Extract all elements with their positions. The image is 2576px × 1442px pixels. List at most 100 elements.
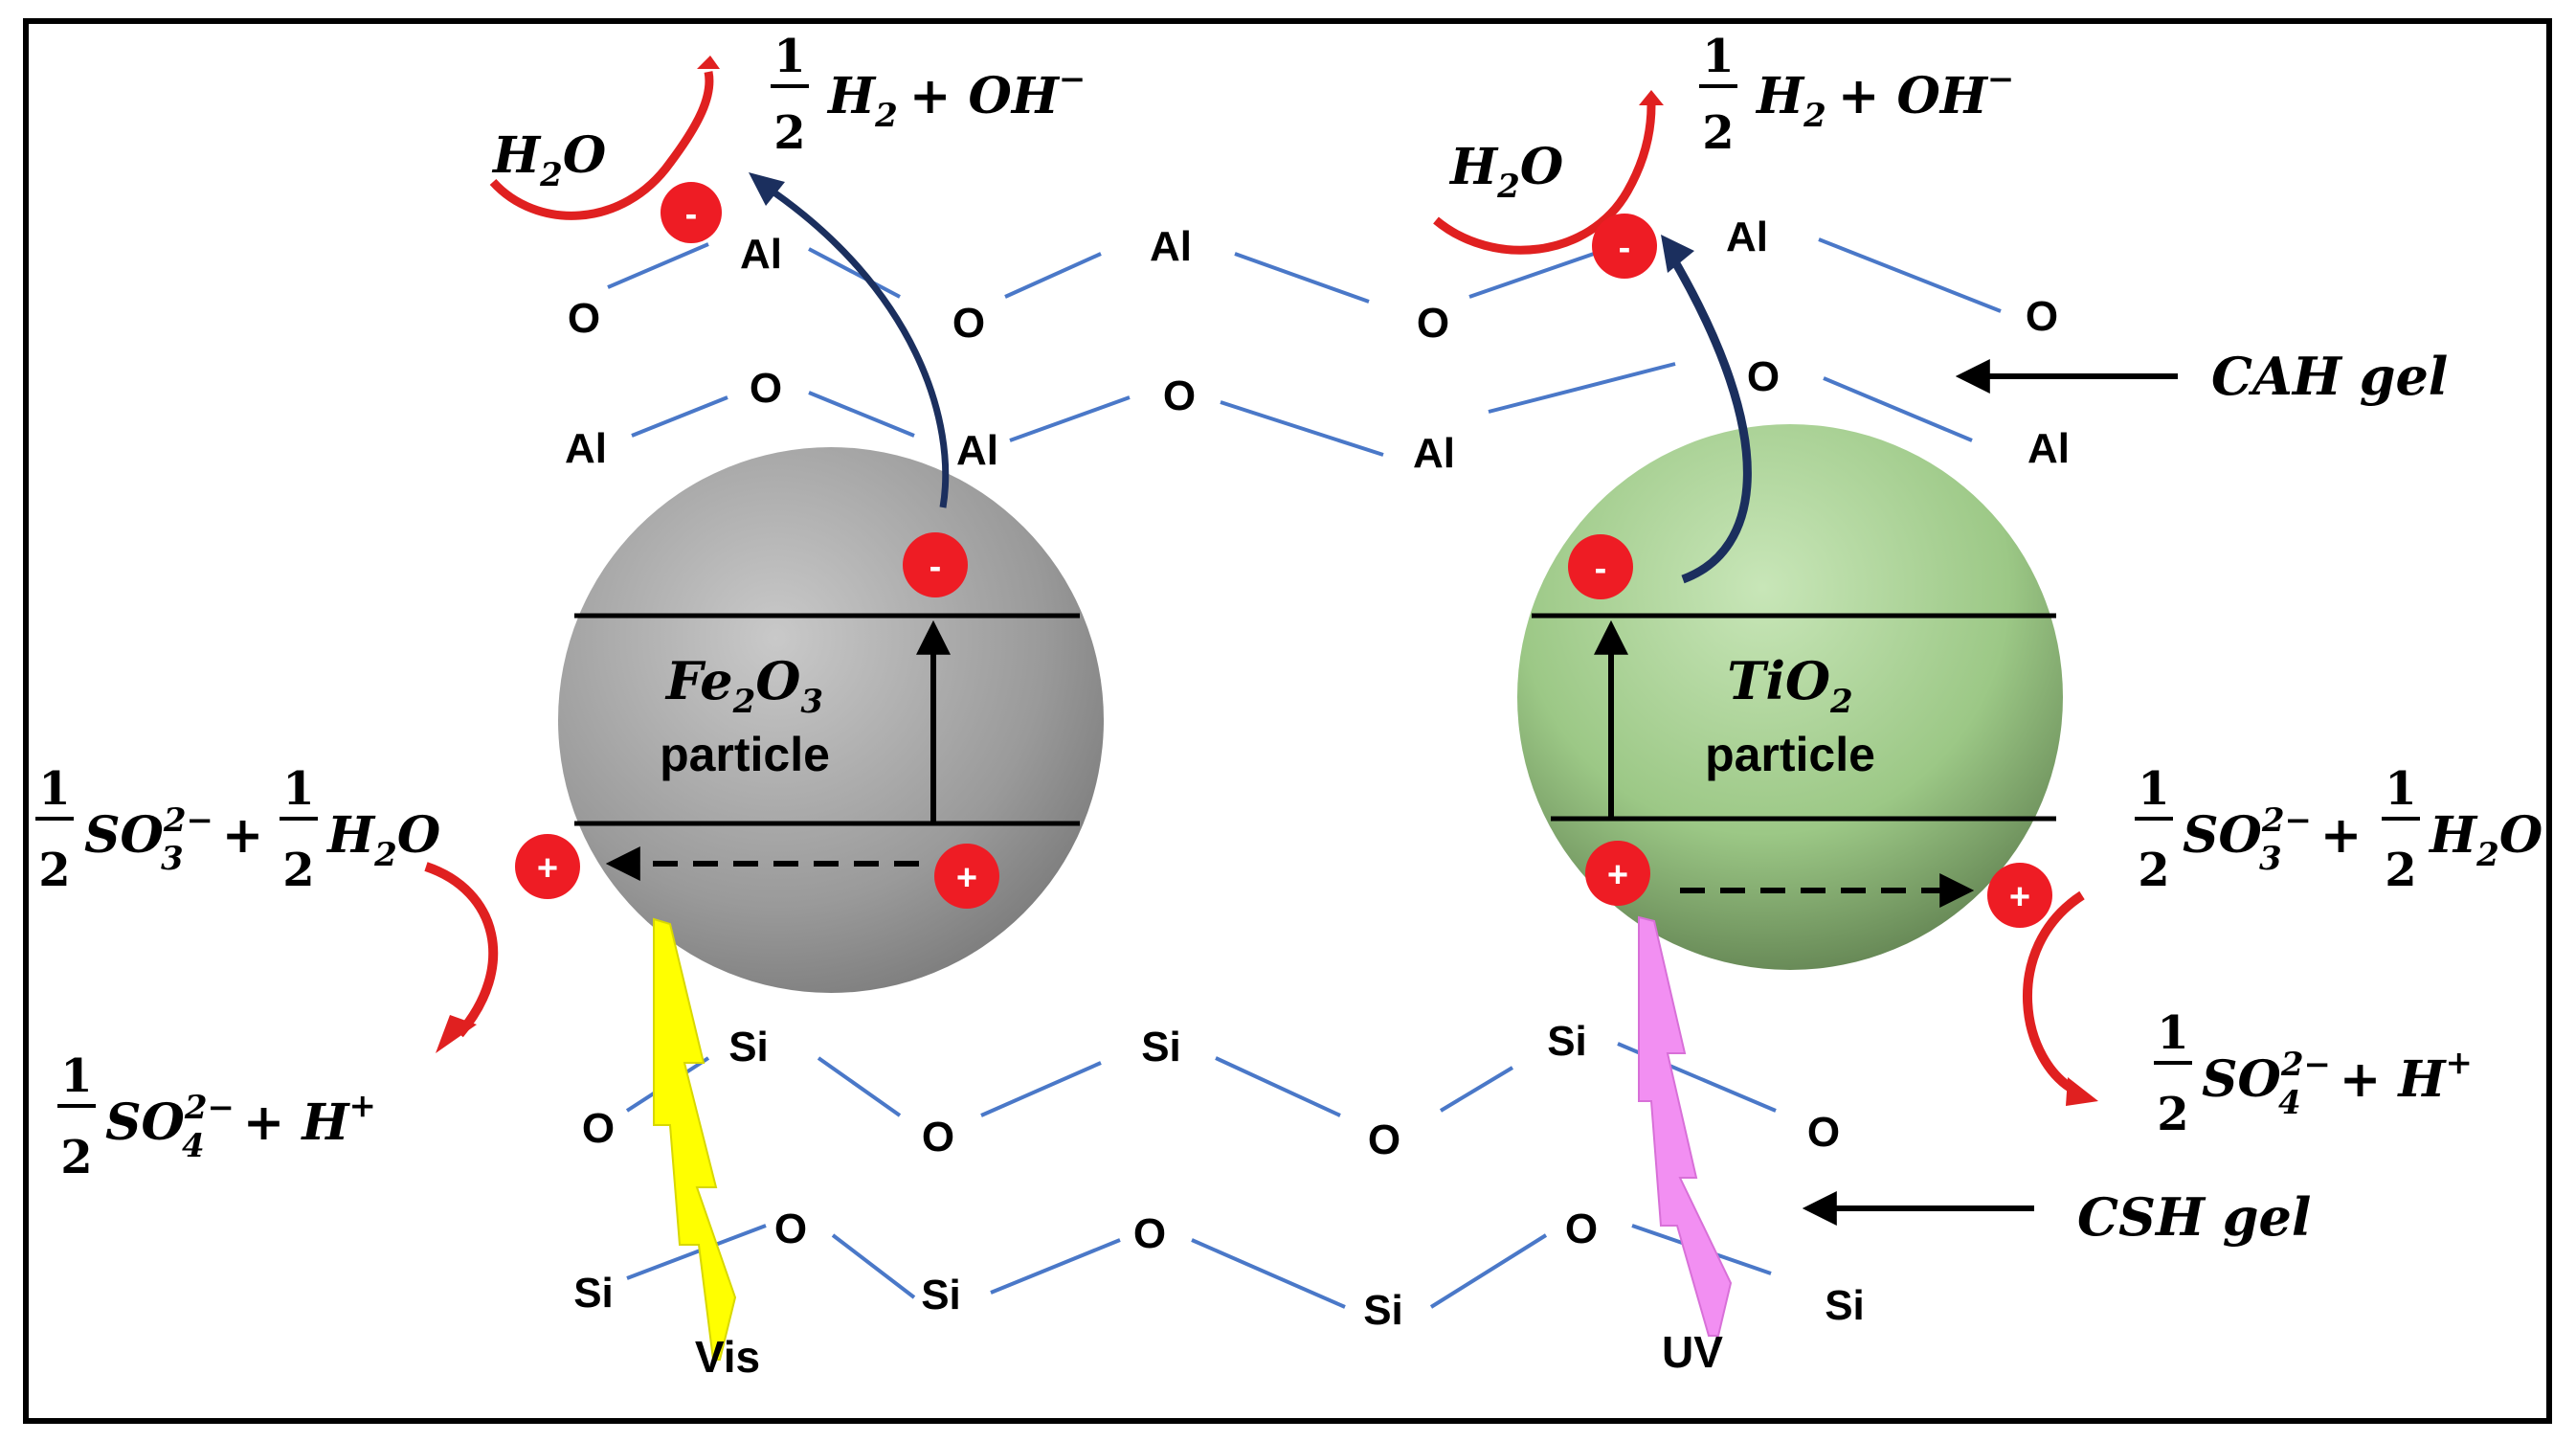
electron-arrow-fe2o3 — [764, 184, 950, 508]
csh-atom: Si — [1547, 1018, 1587, 1065]
visible-light-beam: Vis — [653, 917, 760, 1382]
cah-gel-atoms: O Al O Al O Al O Al O O Al O Al O Al O — [565, 214, 2070, 477]
svg-text:1: 1 — [2385, 762, 2416, 816]
svg-text:2: 2 — [60, 1131, 92, 1184]
frame-border — [23, 18, 2552, 1424]
csh-atom: O — [774, 1205, 807, 1252]
uv-light-beam: UV — [1638, 915, 1733, 1377]
hole-charge: + — [1585, 841, 1650, 906]
svg-text:+: + — [1607, 855, 1628, 895]
svg-text:-: - — [1595, 549, 1607, 589]
csh-atom: Si — [728, 1024, 769, 1070]
electron-charge: - — [661, 182, 722, 243]
csh-atom: Si — [573, 1270, 614, 1317]
svg-text:1: 1 — [38, 762, 70, 816]
svg-text:2: 2 — [38, 844, 70, 897]
svg-text:H2+ OH−: H2+ OH− — [826, 60, 1086, 135]
cah-atom: Al — [956, 427, 998, 474]
svg-text:H2O: H2O — [2428, 806, 2542, 874]
tio2-formula: TiO2 — [1727, 650, 1852, 721]
sulfite-equation-right: 1 2 SO2−3+ 1 2 H2O — [2135, 762, 2542, 897]
hole-charge: + — [515, 834, 580, 899]
csh-atom: Si — [1363, 1287, 1403, 1334]
svg-text:+: + — [537, 848, 558, 889]
sulfite-arrow-right — [2023, 890, 2085, 1096]
water-label-right: H2O — [1448, 138, 1563, 206]
svg-text:H2+ OH−: H2+ OH− — [1755, 60, 2014, 135]
sulfate-equation-right: 1 2 SO2−4+ H+ — [2154, 1006, 2473, 1141]
electron-charge: - — [1592, 214, 1657, 279]
csh-atom: Si — [1825, 1282, 1865, 1329]
charges: - - + + - - + + — [515, 182, 2052, 928]
svg-text:H2O: H2O — [325, 806, 440, 874]
cah-gel-label: CAH gel — [2211, 346, 2448, 407]
cah-atom: O — [2026, 293, 2058, 340]
csh-atom: O — [1565, 1205, 1598, 1252]
cah-atom: Al — [2027, 425, 2070, 472]
cah-atom: Al — [740, 231, 782, 278]
sulfite-arrow-left — [424, 862, 499, 1038]
water-arrow-right — [1433, 104, 1656, 255]
hole-charge: + — [934, 844, 999, 909]
fe2o3-formula: Fe2O3 — [664, 650, 823, 721]
visible-light-label: Vis — [695, 1332, 760, 1382]
cah-atom: O — [952, 300, 985, 347]
hydrogen-equation-right: 1 2 H2+ OH− — [1699, 30, 2014, 160]
svg-text:-: - — [685, 194, 698, 235]
tio2-particle: TiO2 particle — [1517, 424, 2063, 970]
cah-atom: O — [1417, 300, 1449, 347]
svg-text:1: 1 — [773, 30, 805, 83]
svg-text:1: 1 — [2157, 1006, 2188, 1060]
svg-text:SO2−3+: SO2−3+ — [84, 801, 263, 878]
csh-atom: O — [1133, 1210, 1166, 1257]
svg-text:2: 2 — [2138, 844, 2169, 897]
electron-arrow-tio2 — [1667, 251, 1752, 584]
red-reaction-arrows — [424, 56, 2098, 1106]
electron-charge: - — [1568, 534, 1633, 599]
svg-text:2: 2 — [773, 106, 805, 160]
cah-gel-label-group: CAH gel — [1955, 346, 2448, 407]
csh-atom: O — [1368, 1116, 1400, 1163]
cah-atom: Al — [1726, 214, 1768, 260]
electron-charge: - — [903, 532, 968, 597]
hydrogen-equation-left: 1 2 H2+ OH− — [771, 30, 1086, 160]
fe2o3-particle: Fe2O3 particle — [558, 447, 1104, 993]
tio2-label: particle — [1705, 728, 1875, 781]
svg-text:+: + — [2009, 877, 2030, 917]
svg-text:2: 2 — [1702, 106, 1734, 160]
csh-atom: O — [1807, 1109, 1840, 1156]
csh-atom: Si — [1141, 1024, 1181, 1070]
svg-text:1: 1 — [1702, 30, 1734, 83]
svg-text:+: + — [956, 858, 977, 898]
cah-atom: O — [1163, 372, 1196, 419]
csh-atom: O — [582, 1105, 615, 1152]
csh-gel-atoms: O Si O Si O Si O Si O Si O Si O Si O Si — [573, 1018, 1865, 1334]
hole-charge: + — [1987, 863, 2052, 928]
fe2o3-label: particle — [660, 728, 830, 781]
svg-text:2: 2 — [2157, 1088, 2188, 1141]
svg-text:SO2−4+ H+: SO2−4+ H+ — [105, 1087, 376, 1165]
cah-atom: O — [1747, 353, 1780, 400]
csh-atom: O — [922, 1114, 954, 1160]
cah-atom: Al — [1413, 430, 1455, 477]
svg-text:-: - — [930, 547, 942, 587]
svg-text:2: 2 — [2385, 844, 2416, 897]
csh-atom: Si — [921, 1272, 961, 1318]
svg-text:SO2−4+ H+: SO2−4+ H+ — [2202, 1044, 2473, 1122]
sulfite-equation-left: 1 2 SO2−3+ 1 2 H2O — [35, 762, 440, 897]
uv-light-label: UV — [1662, 1327, 1723, 1377]
cah-atom: O — [568, 295, 600, 342]
svg-text:2: 2 — [282, 844, 314, 897]
svg-text:1: 1 — [282, 762, 314, 816]
csh-gel-label-group: CSH gel — [1802, 1186, 2311, 1248]
csh-gel-label: CSH gel — [2077, 1186, 2311, 1248]
svg-text:1: 1 — [60, 1049, 92, 1103]
svg-text:1: 1 — [2138, 762, 2169, 816]
svg-text:SO2−3+: SO2−3+ — [2183, 801, 2362, 878]
cah-atom: Al — [1150, 223, 1192, 270]
electron-transfer-arrows — [749, 172, 1752, 584]
water-label-left: H2O — [491, 126, 606, 194]
sulfate-equation-left: 1 2 SO2−4+ H+ — [57, 1049, 376, 1184]
cah-gel-bonds — [607, 237, 2002, 457]
